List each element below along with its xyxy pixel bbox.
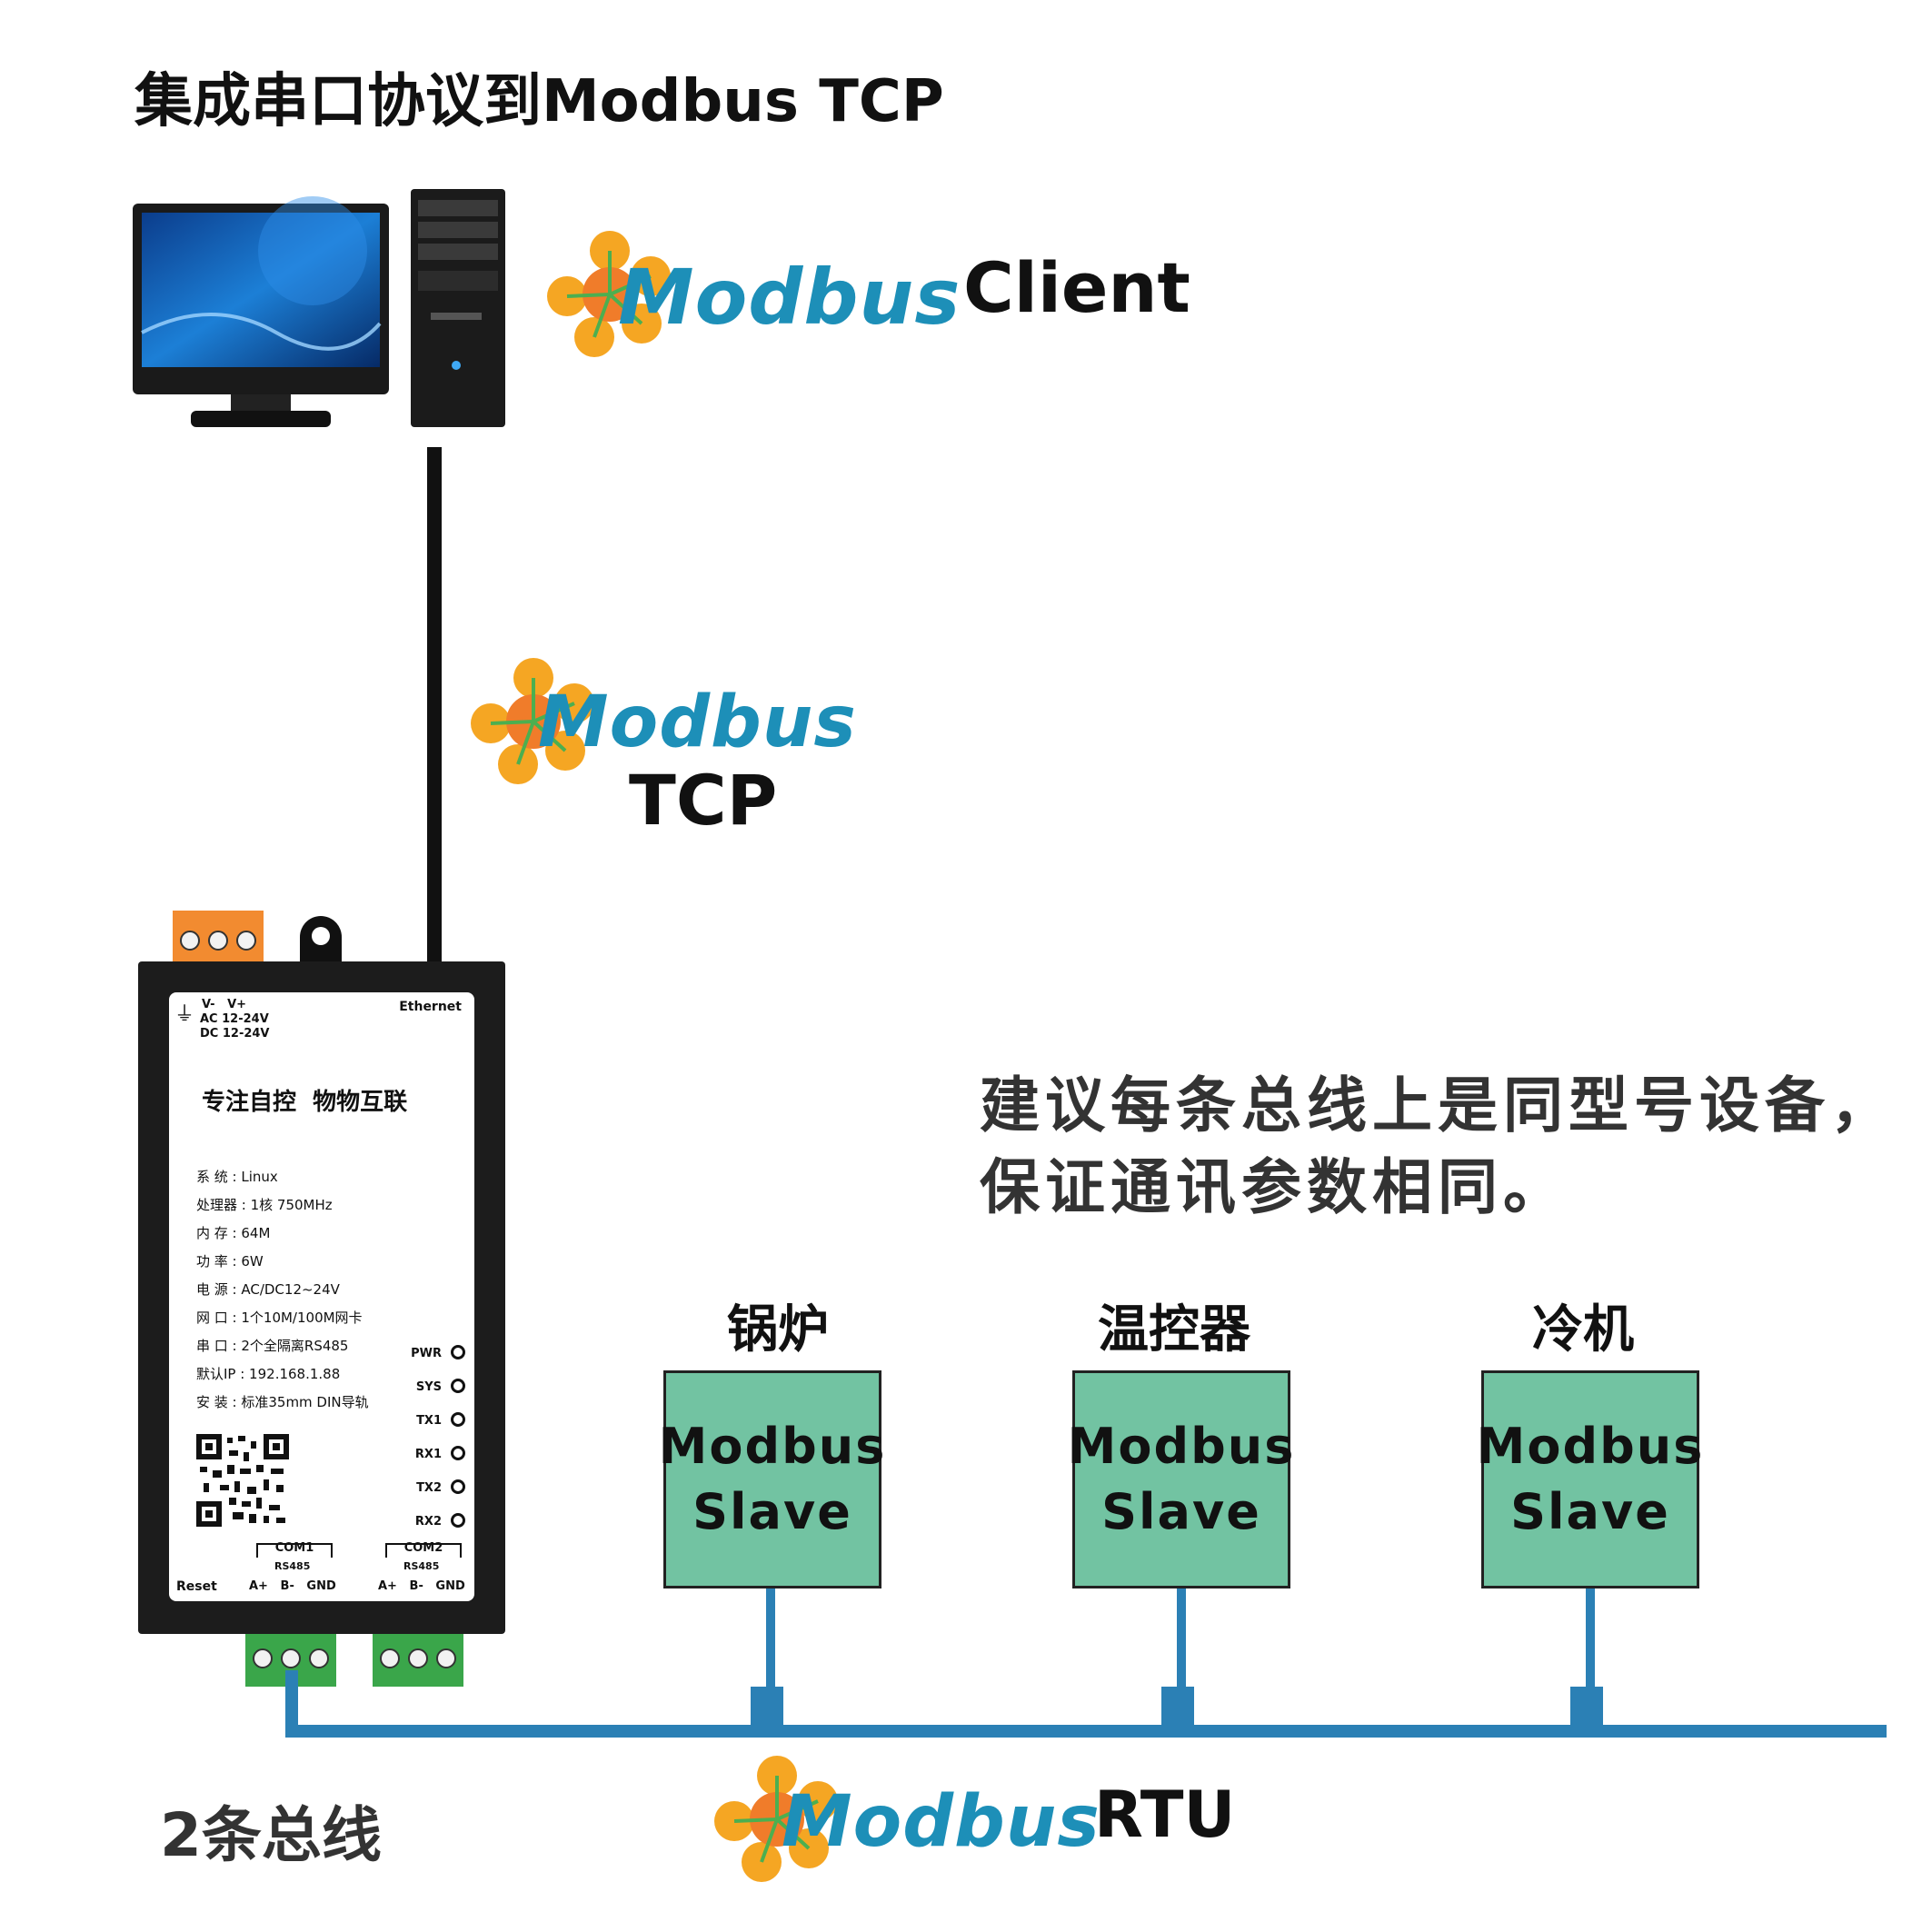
spec-line: 串 口 : 2个全隔离RS485: [196, 1338, 349, 1354]
tx2-led-icon: [451, 1479, 465, 1494]
qr-code-icon: [196, 1434, 289, 1527]
modbus-slave-box: Modbus Slave: [659, 1370, 884, 1588]
com1-label: COM1: [256, 1542, 333, 1558]
note-line-1: 建议每条总线上是同型号设备，: [980, 1071, 1896, 1140]
com2-pins: A+ B- GND: [378, 1579, 465, 1593]
spec-line: 网 口 : 1个10M/100M网卡: [196, 1310, 363, 1326]
slave-line-1: Modbus: [1067, 1418, 1296, 1475]
bus-count-label: 2条总线: [160, 1800, 382, 1870]
tx1-led-icon: [451, 1412, 465, 1427]
spec-line: 功 率 : 6W: [196, 1253, 264, 1270]
ground-icon: ⏚: [174, 1003, 195, 1026]
slave-device-label: 温控器: [1098, 1300, 1250, 1359]
slave-line-1: Modbus: [658, 1418, 887, 1475]
spec-line: 处理器 : 1核 750MHz: [196, 1197, 333, 1213]
power-label: V- V+: [202, 998, 247, 1011]
com1-type: RS485: [274, 1560, 311, 1572]
spec-line: 默认IP : 192.168.1.88: [196, 1366, 341, 1382]
sys-led-icon: [451, 1379, 465, 1393]
slave-line-2: Slave: [692, 1483, 852, 1540]
slave-line-2: Slave: [1510, 1483, 1670, 1540]
led-label: TX1: [416, 1414, 442, 1428]
rtu-label: RTU: [1094, 1778, 1236, 1852]
ethernet-cable: [427, 447, 442, 965]
slave-device-label: 锅炉: [727, 1300, 829, 1359]
note-line-2: 保证通讯参数相同。: [980, 1152, 1569, 1222]
modbus-slave-box: Modbus Slave: [1477, 1370, 1702, 1588]
mounting-hook: [300, 916, 342, 963]
reset-label: Reset: [176, 1579, 217, 1594]
tcp-label: TCP: [629, 760, 778, 841]
gateway-panel: ⏚ V- V+ AC 12-24V DC 12-24V Ethernet 专注自…: [169, 992, 474, 1601]
modbus-logo-icon: [714, 1756, 838, 1882]
tcp-logo-text: Modbus: [538, 682, 857, 763]
com1-terminal: [245, 1634, 336, 1687]
recommendation-note: 建议每条总线上是同型号设备， 保证通讯参数相同。: [980, 1065, 1896, 1229]
page-title: 集成串口协议到Modbus TCP: [134, 68, 944, 135]
spec-line: 系 统 : Linux: [196, 1169, 278, 1185]
led-label: SYS: [415, 1380, 442, 1394]
led-label: RX2: [414, 1515, 442, 1529]
rtu-logo-text: Modbus: [782, 1781, 1100, 1863]
spec-line: 电 源 : AC/DC12~24V: [196, 1281, 340, 1298]
rx1-led-icon: [451, 1446, 465, 1460]
rx2-led-icon: [451, 1513, 465, 1528]
gateway-device: ⏚ V- V+ AC 12-24V DC 12-24V Ethernet 专注自…: [138, 961, 505, 1634]
modbus-logo-icon: [547, 231, 671, 357]
com2-type: RS485: [403, 1560, 440, 1572]
modbus-logo-icon: [471, 658, 594, 784]
gateway-slogan: 专注自控 物物互联: [202, 1089, 408, 1116]
com2-label: COM2: [385, 1542, 462, 1558]
client-logo-text: Modbus: [618, 253, 961, 342]
spec-line: 内 存 : 64M: [196, 1225, 271, 1241]
slave-line-2: Slave: [1101, 1483, 1261, 1540]
led-label: TX2: [416, 1481, 442, 1495]
led-label: PWR: [411, 1347, 442, 1360]
com1-pins: A+ B- GND: [249, 1579, 336, 1593]
ethernet-label: Ethernet: [399, 1000, 462, 1014]
client-label: Client: [963, 247, 1190, 328]
led-label: RX1: [414, 1448, 442, 1461]
slave-line-1: Modbus: [1476, 1418, 1705, 1475]
slave-device-label: 冷机: [1532, 1300, 1634, 1359]
com2-terminal: [373, 1634, 463, 1687]
power-ac-label: AC 12-24V: [200, 1012, 269, 1026]
power-terminal: [173, 911, 264, 963]
pwr-led-icon: [451, 1345, 465, 1359]
power-dc-label: DC 12-24V: [200, 1027, 270, 1041]
modbus-slave-box: Modbus Slave: [1068, 1370, 1293, 1588]
computer-icon: [133, 189, 505, 427]
spec-line: 安 装 : 标准35mm DIN导轨: [196, 1394, 369, 1410]
